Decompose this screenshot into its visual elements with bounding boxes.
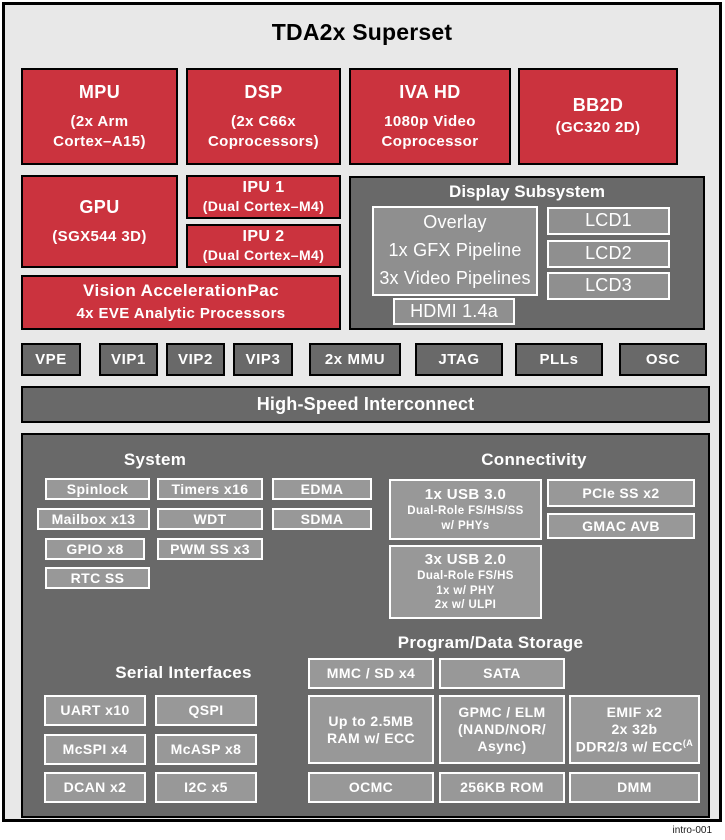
block-ipu2: IPU 2 (Dual Cortex–M4)	[186, 224, 341, 268]
block-gpu-subtitle: (SGX544 3D)	[52, 227, 147, 245]
connectivity-usb3: 1x USB 3.0 Dual-Role FS/HS/SS w/ PHYs	[389, 479, 542, 540]
storage-rom: 256KB ROM	[439, 772, 565, 803]
system-section-title: System	[123, 450, 187, 469]
connectivity-pcie: PCIe SS x2	[547, 479, 695, 507]
system-spinlock: Spinlock	[45, 478, 150, 500]
system-mailbox: Mailbox x13	[37, 508, 150, 530]
block-vision-title: Vision AccelerationPac	[83, 281, 279, 301]
storage-sata: SATA	[439, 658, 565, 689]
connectivity-usb2: 3x USB 2.0 Dual-Role FS/HS 1x w/ PHY 2x …	[389, 545, 542, 619]
peripheral-osc: OSC	[619, 343, 707, 376]
block-gpu: GPU (SGX544 3D)	[21, 175, 178, 268]
hdmi-box: HDMI 1.4a	[393, 298, 515, 325]
serial-i2c: I2C x5	[155, 772, 257, 803]
peripheral-vip1: VIP1	[99, 343, 158, 376]
storage-ram: Up to 2.5MB RAM w/ ECC	[308, 695, 434, 764]
emif-footnote-marker: (A	[682, 737, 694, 748]
lcd3-box: LCD3	[547, 272, 670, 300]
emif-line2: 2x 32b	[611, 720, 658, 737]
peripheral-jtag: JTAG	[415, 343, 503, 376]
lcd1-box: LCD1	[547, 207, 670, 235]
peripheral-vip3: VIP3	[233, 343, 293, 376]
connectivity-gmac: GMAC AVB	[547, 513, 695, 539]
block-mpu-title: MPU	[78, 82, 121, 102]
soc-diagram-board: TDA2x Superset MPU (2x Arm Cortex–A15) D…	[2, 2, 722, 822]
block-mpu: MPU (2x Arm Cortex–A15)	[21, 68, 178, 165]
usb2-line1: 3x USB 2.0	[424, 550, 507, 568]
storage-dmm: DMM	[569, 772, 700, 803]
usb3-line2: Dual-Role FS/HS/SS	[407, 504, 524, 517]
block-mpu-subtitle: (2x Arm Cortex–A15)	[53, 113, 146, 150]
block-bb2d-subtitle: (GC320 2D)	[555, 119, 641, 137]
block-iva-hd: IVA HD 1080p Video Coprocessor	[349, 68, 511, 165]
block-iva-hd-subtitle: 1080p Video Coprocessor	[381, 113, 479, 150]
block-bb2d: BB2D (GC320 2D)	[518, 68, 678, 165]
system-timers: Timers x16	[157, 478, 263, 500]
block-gpu-title: GPU	[79, 196, 120, 217]
block-bb2d-title: BB2D	[572, 95, 624, 116]
system-pwm: PWM SS x3	[157, 538, 263, 560]
block-dsp-title: DSP	[244, 82, 283, 102]
system-rtc: RTC SS	[45, 567, 150, 589]
serial-section-title: Serial Interfaces	[115, 663, 252, 682]
block-dsp-subtitle: (2x C66x Coprocessors)	[207, 113, 320, 150]
usb2-line4: 2x w/ ULPI	[434, 599, 497, 612]
block-ipu1: IPU 1 (Dual Cortex–M4)	[186, 175, 341, 219]
storage-section-title: Program/Data Storage	[397, 633, 584, 652]
peripherals-container: System Spinlock Timers x16 EDMA Mailbox …	[21, 433, 710, 818]
usb3-line1: 1x USB 3.0	[424, 485, 507, 503]
serial-qspi: QSPI	[155, 695, 257, 726]
block-ipu1-title: IPU 1	[242, 178, 285, 196]
peripheral-2x-mmu: 2x MMU	[309, 343, 401, 376]
usb2-line2: Dual-Role FS/HS	[417, 569, 514, 582]
serial-mcspi: McSPI x4	[44, 734, 146, 765]
high-speed-interconnect-bar: High-Speed Interconnect	[21, 386, 710, 423]
peripheral-plls: PLLs	[515, 343, 603, 376]
serial-dcan: DCAN x2	[44, 772, 146, 803]
system-wdt: WDT	[157, 508, 263, 530]
system-gpio: GPIO x8	[45, 538, 145, 560]
block-ipu1-subtitle: (Dual Cortex–M4)	[202, 197, 325, 214]
emif-line3: DDR2/3 w/ ECC(A	[575, 737, 694, 755]
storage-mmc-sd: MMC / SD x4	[308, 658, 434, 689]
usb3-line3: w/ PHYs	[441, 519, 490, 532]
connectivity-section-title: Connectivity	[481, 450, 587, 469]
system-edma: EDMA	[272, 478, 372, 500]
page-title: TDA2x Superset	[271, 19, 453, 45]
block-vision-accelerationpac: Vision AccelerationPac 4x EVE Analytic P…	[21, 275, 341, 330]
block-iva-hd-title: IVA HD	[399, 82, 461, 102]
block-vision-subtitle: 4x EVE Analytic Processors	[76, 305, 286, 323]
usb2-line3: 1x w/ PHY	[436, 584, 495, 597]
figure-number: intro-001	[672, 825, 712, 836]
storage-ocmc: OCMC	[308, 772, 434, 803]
overlay-pipelines-box: Overlay 1x GFX Pipeline 3x Video Pipelin…	[372, 206, 538, 296]
display-subsystem-title: Display Subsystem	[449, 182, 605, 201]
display-subsystem: Display Subsystem Overlay 1x GFX Pipelin…	[349, 176, 705, 330]
peripheral-vip2: VIP2	[166, 343, 225, 376]
emif-line1: EMIF x2	[606, 703, 663, 720]
block-ipu2-title: IPU 2	[242, 227, 285, 245]
system-sdma: SDMA	[272, 508, 372, 530]
storage-gpmc-elm: GPMC / ELM (NAND/NOR/ Async)	[439, 695, 565, 764]
storage-emif: EMIF x2 2x 32b DDR2/3 w/ ECC(A	[569, 695, 700, 764]
serial-uart: UART x10	[44, 695, 146, 726]
serial-mcasp: McASP x8	[155, 734, 257, 765]
lcd2-box: LCD2	[547, 240, 670, 268]
block-ipu2-subtitle: (Dual Cortex–M4)	[202, 246, 325, 263]
peripheral-vpe: VPE	[21, 343, 81, 376]
block-dsp: DSP (2x C66x Coprocessors)	[186, 68, 341, 165]
